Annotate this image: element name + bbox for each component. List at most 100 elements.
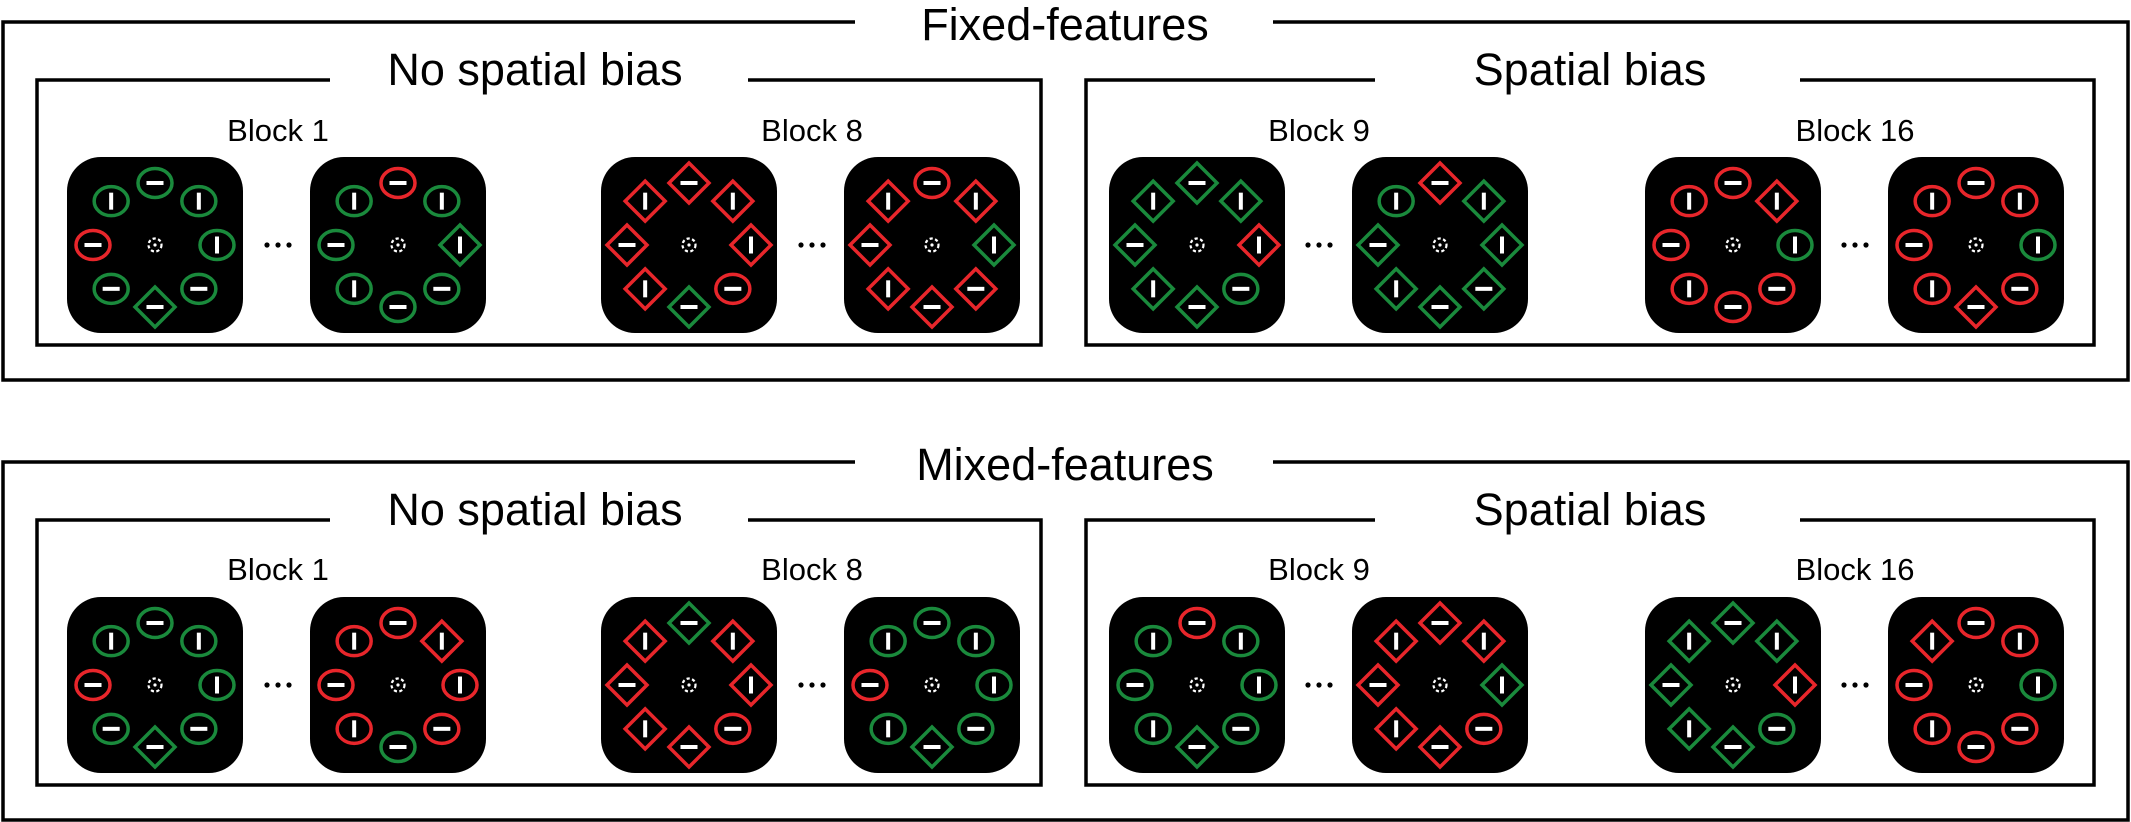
fixation-icon xyxy=(1189,237,1205,253)
vertical-bar xyxy=(109,192,114,210)
diamond-icon xyxy=(666,160,712,206)
diamond-stimulus xyxy=(1236,222,1282,268)
circle-stimulus xyxy=(1957,606,1995,640)
diamond-icon xyxy=(1479,662,1525,708)
circle-icon xyxy=(1913,272,1951,306)
search-display xyxy=(1352,597,1528,773)
circle-stimulus xyxy=(1178,606,1216,640)
vertical-bar xyxy=(458,676,462,694)
labels-layer: Fixed-features Mixed-features No spatial… xyxy=(227,0,1914,587)
fixation-ring xyxy=(1725,237,1741,253)
diamond-stimulus xyxy=(604,662,650,708)
fixation-ring xyxy=(147,677,163,693)
ellipsis-dot xyxy=(1863,682,1869,688)
horizontal-bar xyxy=(1967,621,1985,625)
ellipsis-dot xyxy=(1305,682,1311,688)
diamond-stimulus xyxy=(1174,160,1220,206)
diamond-stimulus xyxy=(953,178,999,224)
fixation-ring xyxy=(147,237,163,253)
vertical-bar xyxy=(973,192,978,210)
circle-stimulus xyxy=(1670,272,1708,306)
diamond-stimulus xyxy=(1754,178,1800,224)
diamond-stimulus xyxy=(1648,662,1694,708)
vertical-bar xyxy=(2017,192,2022,210)
block-label: Block 8 xyxy=(761,552,863,587)
diamond-stimulus xyxy=(132,724,178,770)
diamond-stimulus xyxy=(909,284,955,330)
vertical-bar xyxy=(1687,720,1692,738)
fixation-ring xyxy=(1189,237,1205,253)
circle-stimulus xyxy=(180,184,218,218)
vertical-bar xyxy=(973,632,978,650)
search-display xyxy=(601,157,777,333)
circle-stimulus xyxy=(379,166,417,200)
circle-icon xyxy=(957,624,995,658)
diamond-icon xyxy=(971,222,1017,268)
circle-icon xyxy=(957,712,995,746)
diamond-stimulus xyxy=(622,266,668,312)
circle-stimulus xyxy=(180,712,218,746)
circle-stimulus xyxy=(1714,166,1752,200)
ellipsis-dot xyxy=(286,682,292,688)
circle-stimulus xyxy=(1222,272,1260,306)
diamond-stimulus xyxy=(865,266,911,312)
horizontal-bar xyxy=(389,621,407,625)
fixation-ring xyxy=(1189,677,1205,693)
ellipsis-dot xyxy=(798,682,804,688)
circle-icon xyxy=(335,624,373,658)
fixation-icon xyxy=(681,237,697,253)
vertical-bar xyxy=(643,192,648,210)
section-title-fixed-bias: Spatial bias xyxy=(1474,44,1707,95)
circle-stimulus xyxy=(317,228,355,262)
circle-stimulus xyxy=(1670,184,1708,218)
circle-icon xyxy=(379,730,417,764)
diamond-stimulus xyxy=(1355,662,1401,708)
circle-stimulus xyxy=(1957,166,1995,200)
diamond-icon xyxy=(1417,160,1463,206)
vertical-bar xyxy=(643,280,648,298)
circle-icon xyxy=(869,624,907,658)
diamond-stimulus xyxy=(847,222,893,268)
circle-stimulus xyxy=(1377,184,1415,218)
group-frame-outline xyxy=(1,20,2130,382)
diamond-icon xyxy=(622,266,668,312)
diamond-icon xyxy=(909,724,955,770)
diamond-stimulus xyxy=(1479,662,1525,708)
horizontal-bar xyxy=(1188,621,1206,625)
horizontal-bar xyxy=(1724,305,1742,309)
circle-icon xyxy=(379,166,417,200)
vertical-bar xyxy=(749,236,753,254)
horizontal-bar xyxy=(724,286,742,291)
horizontal-bar xyxy=(1369,683,1387,687)
circle-stimulus xyxy=(180,624,218,658)
diamond-stimulus xyxy=(710,618,756,664)
circle-icon xyxy=(92,184,130,218)
circle-icon xyxy=(74,228,112,262)
vertical-bar xyxy=(1151,720,1156,738)
diamond-icon xyxy=(666,600,712,646)
fixation-ring xyxy=(390,677,406,693)
vertical-bar xyxy=(730,632,735,650)
circle-stimulus xyxy=(335,272,373,306)
circle-icon xyxy=(1240,668,1278,702)
fixation-dot xyxy=(396,243,400,247)
horizontal-bar xyxy=(389,745,407,749)
search-display xyxy=(844,597,1020,773)
circle-stimulus xyxy=(2001,272,2039,306)
circle-icon xyxy=(180,272,218,306)
circle-stimulus xyxy=(2001,712,2039,746)
horizontal-bar xyxy=(724,726,742,731)
horizontal-bar xyxy=(680,621,698,625)
diamond-stimulus xyxy=(953,266,999,312)
block-label: Block 8 xyxy=(761,113,863,148)
vertical-bar xyxy=(886,280,891,298)
circle-stimulus xyxy=(913,606,951,640)
horizontal-bar xyxy=(190,726,208,731)
circle-icon xyxy=(335,712,373,746)
horizontal-bar xyxy=(102,726,120,731)
diamond-stimulus xyxy=(1417,600,1463,646)
vertical-bar xyxy=(215,236,219,254)
circle-icon xyxy=(975,668,1013,702)
horizontal-bar xyxy=(680,745,698,749)
horizontal-bar xyxy=(861,683,879,687)
